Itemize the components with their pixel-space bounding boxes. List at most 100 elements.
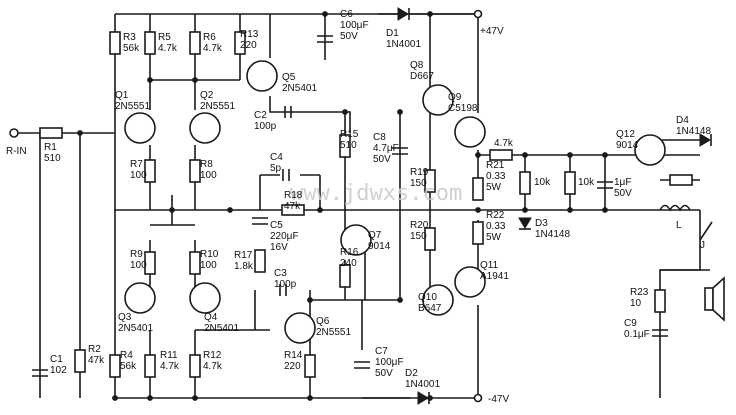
transistor-Q8 [422, 84, 454, 116]
part-value: 50V [340, 31, 358, 42]
resistor-R1 [39, 127, 63, 139]
resistor-R20 [424, 227, 436, 251]
part-value: 56k [120, 361, 137, 372]
label-r5: R54.7k [158, 32, 178, 54]
part-designator: R7 [130, 159, 143, 170]
part-designator: Q12 [616, 129, 635, 140]
transistor-Q12 [634, 134, 666, 166]
wiring [18, 13, 710, 399]
diode-D1 [397, 7, 410, 21]
components [9, 7, 725, 405]
part-designator: R19 [410, 167, 429, 178]
part-value: 100 [130, 260, 147, 271]
part-designator: R18 [284, 190, 303, 201]
part-value: 100μF [375, 357, 404, 368]
capacitor-C5 [252, 217, 268, 225]
part-designator: Q8 [410, 60, 424, 71]
part-value: 56k [123, 43, 140, 54]
part-value: 50V [373, 154, 391, 165]
transistor-Q9 [454, 116, 486, 148]
resistor-R18 [281, 204, 305, 216]
part-value: 47k [284, 201, 301, 212]
part-value: 1N4001 [386, 39, 421, 50]
part-value: 0.1μF [624, 329, 650, 340]
junction-dots [77, 11, 608, 401]
part-designator: Q6 [316, 316, 330, 327]
part-designator: 10k [578, 177, 595, 188]
part-value: 50V [375, 368, 393, 379]
part-labels: R1510R247kC1102R356kR54.7kR64.7kR13220C6… [44, 9, 711, 390]
part-value: 2N5401 [118, 323, 153, 334]
part-value: 4.7μF [373, 143, 399, 154]
part-value: 4.7k [160, 361, 180, 372]
label-j: J [700, 240, 705, 251]
resistor-R9 [144, 251, 156, 275]
resistor-R16 [339, 264, 351, 288]
resistor-R4 [109, 354, 121, 378]
part-value: 2N5401 [282, 83, 317, 94]
resistor-R14 [304, 354, 316, 378]
part-value: 1N4148 [535, 229, 570, 240]
resistor-R8 [189, 159, 201, 183]
part-value: 220 [240, 40, 257, 51]
part-designator: R3 [123, 32, 136, 43]
part-designator: R4 [120, 350, 133, 361]
resistor-10k-a [519, 171, 531, 195]
part-value: 2N5551 [200, 101, 235, 112]
part-designator: R10 [200, 249, 219, 260]
diode-D4 [699, 133, 712, 147]
resistor-R19 [424, 169, 436, 193]
capacitor-1uF [597, 181, 613, 189]
capacitor-C1 [32, 369, 48, 377]
part-value: 102 [50, 365, 67, 376]
part-designator: Q7 [368, 230, 382, 241]
part-designator: Q5 [282, 72, 296, 83]
transistor-Q4 [189, 282, 221, 314]
capacitor-C3 [279, 284, 287, 296]
part-value: 510 [340, 140, 357, 151]
part-value: 5W [486, 182, 502, 193]
transistor-Q7 [340, 224, 372, 256]
part-value: 47k [88, 355, 105, 366]
part-designator: R2 [88, 344, 101, 355]
part-designator: 10k [534, 177, 551, 188]
label-r-10k-a: 10k [534, 177, 551, 188]
part-designator: C8 [373, 132, 386, 143]
part-designator: R21 [486, 160, 505, 171]
part-designator: L [676, 220, 682, 231]
supply-neg-label: -47V [488, 394, 509, 405]
part-designator: 4.7k [494, 138, 514, 149]
part-value: 2N5551 [115, 101, 150, 112]
part-value: 100 [200, 260, 217, 271]
capacitor-C9 [652, 329, 668, 337]
